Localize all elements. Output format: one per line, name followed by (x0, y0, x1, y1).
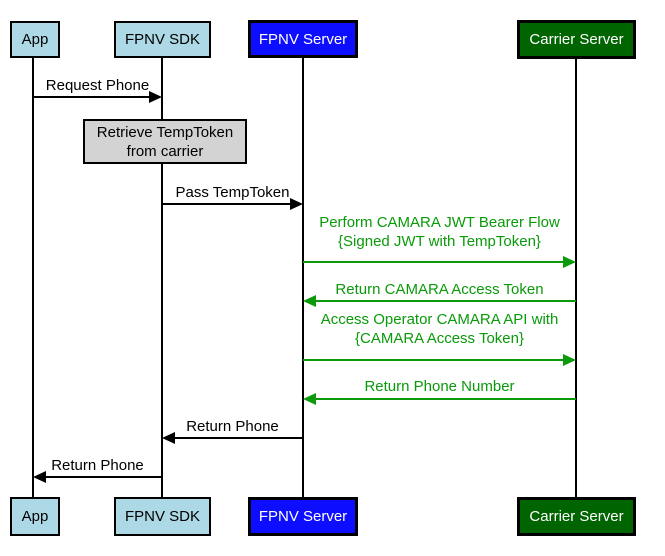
note-retrieve-temptoken: Retrieve TempToken from carrier (83, 119, 247, 164)
message-return-access-token-line (316, 300, 576, 302)
access-api-line-1: Access Operator CAMARA API with (320, 311, 559, 328)
lifeline-carrier-server (575, 58, 577, 498)
arrowhead-left-icon (33, 471, 46, 483)
message-return-phone-sdk-line (175, 437, 303, 439)
message-access-api-line (303, 359, 563, 361)
message-pass-temptoken-line (162, 203, 290, 205)
message-return-phone-sdk-label: Return Phone (186, 418, 279, 435)
jwt-flow-line-1: Perform CAMARA JWT Bearer Flow (319, 214, 560, 231)
actor-carrier-server-top: Carrier Server (517, 20, 636, 59)
message-return-access-token-label: Return CAMARA Access Token (335, 281, 544, 298)
jwt-flow-line-2: {Signed JWT with TempToken} (338, 233, 541, 250)
message-jwt-flow-label: Perform CAMARA JWT Bearer Flow {Signed J… (303, 213, 576, 251)
message-return-phone-app-label: Return Phone (51, 457, 144, 474)
arrowhead-right-icon (149, 91, 162, 103)
arrowhead-right-icon (563, 256, 576, 268)
arrowhead-left-icon (162, 432, 175, 444)
message-return-phone-app-line (46, 476, 162, 478)
message-return-phone-number-label: Return Phone Number (364, 378, 515, 395)
arrowhead-right-icon (290, 198, 303, 210)
message-request-phone-line (33, 96, 150, 98)
arrowhead-right-icon (563, 354, 576, 366)
actor-app-top: App (10, 21, 60, 58)
note-line-2: from carrier (126, 142, 204, 160)
arrowhead-left-icon (303, 295, 316, 307)
note-line-1: Retrieve TempToken (96, 123, 234, 141)
actor-fpnv-sdk-top: FPNV SDK (114, 21, 211, 58)
actor-fpnv-sdk-bottom: FPNV SDK (114, 497, 211, 536)
message-pass-temptoken-label: Pass TempToken (175, 184, 290, 201)
actor-carrier-server-bottom: Carrier Server (517, 497, 636, 536)
actor-app-bottom: App (10, 497, 60, 536)
lifeline-app (32, 58, 34, 498)
actor-fpnv-server-top: FPNV Server (248, 20, 358, 58)
access-api-line-2: {CAMARA Access Token} (355, 330, 524, 347)
arrowhead-left-icon (303, 393, 316, 405)
actor-fpnv-server-bottom: FPNV Server (248, 497, 358, 536)
message-access-api-label: Access Operator CAMARA API with {CAMARA … (303, 310, 576, 348)
lifeline-fpnv-sdk (161, 58, 163, 498)
lifeline-fpnv-server (302, 58, 304, 498)
message-return-phone-number-line (316, 398, 576, 400)
message-request-phone-label: Request Phone (45, 77, 150, 94)
message-jwt-flow-line (303, 261, 563, 263)
